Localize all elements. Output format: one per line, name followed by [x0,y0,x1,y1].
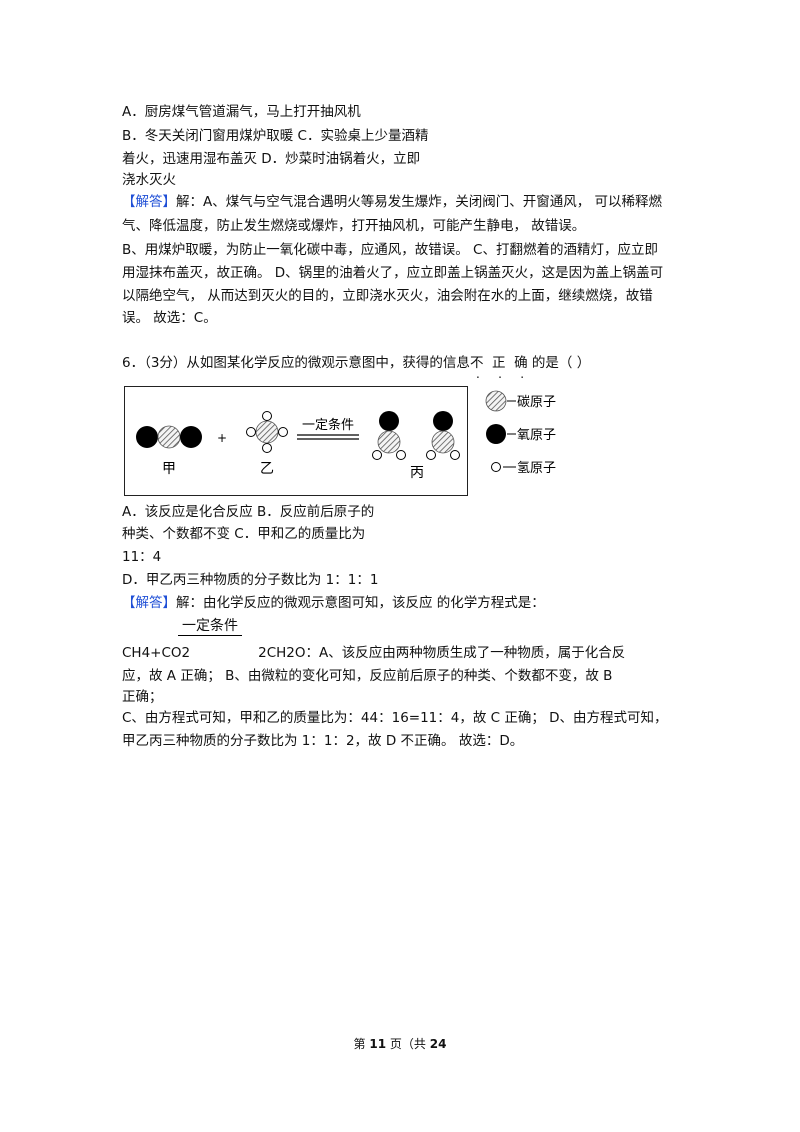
footer-prefix: 第 [353,1037,366,1051]
equation-tail: ：A、该反应由两种物质生成了一种物质，属于化合反 [305,645,626,661]
q6-stem-zheng: 正 [492,355,506,371]
q6-stem-que: 确 [514,355,528,371]
label-yi: 乙 [260,461,274,477]
q6-answer-line2: 应，故 A 正确； B、由微粒的变化可知，反应前后原子的种类、个数都不变，故 B [122,668,613,684]
oxygen-atom-icon [486,424,506,444]
legend-hydrogen: 氢原子 [517,461,556,476]
answer-tag: 【解答】 [122,595,176,611]
answer-tag: 【解答】 [122,194,176,210]
legend-oxygen: 氧原子 [517,428,556,443]
q5-answer-line6: 误。 故选：C。 [122,310,217,326]
q6-option-c-cont: 11：4 [122,549,162,565]
q6-answer-line4: C、由方程式可知，甲和乙的质量比为：44：16=11：4，故 C 正确； D、由… [122,710,668,726]
q5-answer-line1: 【解答】解：A、煤气与空气混合遇明火等易发生爆炸，关闭阀门、开窗通风， 可以稀释… [122,192,662,212]
reaction-diagram: 甲 + 乙 一定条件 丙 [124,386,468,496]
q6-stem-prefix: 6．（3分）从如图某化学反应的微观示意图中，获得的信息 [122,355,470,371]
molecule-bing-2 [426,411,460,460]
q6-stem-no: 不 [470,355,484,371]
atom-legend: 碳原子 氧原子 氢原子 [485,390,556,476]
q5-answer-line3: B、用煤炉取暖，为防止一氧化碳中毒，应通风，故错误。 C、打翻燃着的酒精灯，应立… [122,242,658,258]
q5-option-c-d: 着火，迅速用湿布盖灭 D．炒菜时油锅着火，立即 [122,151,421,167]
q5-option-b-c: B．冬天关闭门窗用煤炉取暖 C．实验桌上少量酒精 [122,128,429,144]
q6-answer-line5: 甲乙丙三种物质的分子数比为 1：1：2，故 D 不正确。 故选：D。 [122,733,524,749]
q6-stem-suffix: 的是（ ） [531,355,591,371]
carbon-atom-icon [485,390,507,412]
q6-stem: 6．（3分）从如图某化学反应的微观示意图中，获得的信息不 正 确 的是（ ） [122,353,590,373]
page-footer: 第 11 页（共 24 [0,1035,800,1052]
label-jia: 甲 [162,461,176,477]
q6-equation-line: CH4+CO2 2CH2O：A、该反应由两种物质生成了一种物质，属于化合反 [122,643,625,663]
q5-answer-line4: 用湿抹布盖灭，故正确。 D、锅里的油着火了，应立即盖上锅盖灭火，这是因为盖上锅盖… [122,265,664,281]
hydrogen-atom-icon [491,462,501,472]
q6-option-b-c: 种类、个数都不变 C．甲和乙的质量比为 [122,526,366,542]
q6-option-d: D．甲乙丙三种物质的分子数比为 1：1：1 [122,572,379,588]
molecule-yi [246,411,288,453]
equation-condition: 一定条件 [178,617,242,636]
q6-answer-intro-text: 解：由化学反应的微观示意图可知，该反应 的化学方程式是： [176,595,545,611]
molecule-bing-1 [372,411,406,460]
q5-option-a: A．厨房煤气管道漏气，马上打开抽风机 [122,104,361,120]
plus-sign: + [217,431,227,445]
footer-middle: 页（共 [389,1037,426,1051]
label-bing: 丙 [410,465,424,481]
reaction-condition: 一定条件 [302,417,354,433]
q6-answer-line3: 正确； [122,689,163,705]
equation-rhs: 2CH2O [258,645,306,661]
q6-answer-intro: 【解答】解：由化学反应的微观示意图可知，该反应 的化学方程式是： [122,593,545,613]
equation-lhs: CH4+CO2 [122,645,191,661]
q6-option-a-b: A．该反应是化合反应 B．反应前后原子的 [122,504,375,520]
molecule-jia [136,425,202,449]
footer-total-pages: 24 [429,1037,447,1051]
footer-page-number: 11 [369,1037,387,1051]
legend-carbon: 碳原子 [517,395,556,410]
q5-answer-line5: 以隔绝空气， 从而达到灭火的目的，立即浇水灭火，油会附在水的上面，继续燃烧，故错 [122,288,653,304]
q5-answer-line2: 气、降低温度，防止发生燃烧或爆炸，打开抽风机，可能产生静电， 故错误。 [122,218,586,234]
q5-option-d-cont: 浇水灭火 [122,172,176,188]
q5-answer-text1: 解：A、煤气与空气混合遇明火等易发生爆炸，关闭阀门、开窗通风， 可以稀释燃 [176,194,663,210]
